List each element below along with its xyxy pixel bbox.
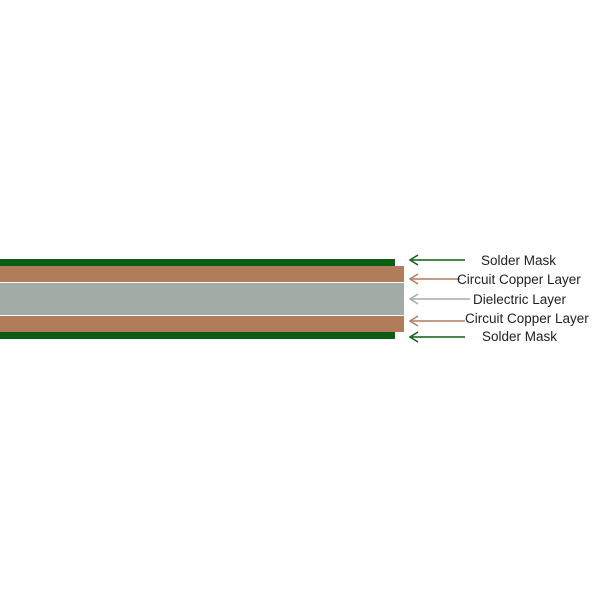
arrow-solder-mask-top (408, 254, 465, 266)
layer-copper-bottom (0, 316, 404, 332)
arrow-dielectric (408, 293, 470, 305)
label-copper-bottom: Circuit Copper Layer (465, 311, 589, 326)
arrow-solder-mask-bottom (408, 331, 465, 343)
label-solder-mask-top: Solder Mask (481, 253, 556, 268)
label-solder-mask-bottom: Solder Mask (482, 329, 557, 344)
label-dielectric: Dielectric Layer (473, 292, 567, 307)
layer-solder-mask-top (0, 259, 395, 266)
layer-copper-top (0, 266, 404, 282)
arrow-copper-bottom (408, 315, 465, 327)
layer-dielectric (0, 283, 404, 315)
label-copper-top: Circuit Copper Layer (457, 272, 581, 287)
layer-solder-mask-bottom (0, 332, 395, 339)
arrow-copper-top (408, 273, 460, 285)
